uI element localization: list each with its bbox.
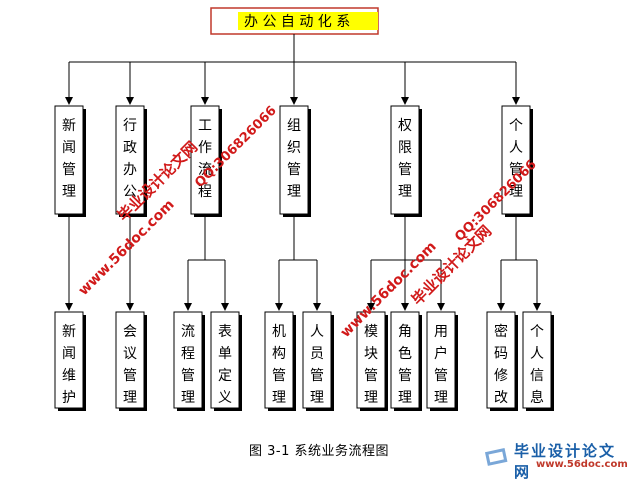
child-node-char: 理 xyxy=(398,390,412,406)
child-node-char: 用 xyxy=(434,324,448,340)
child-node-char: 理 xyxy=(434,390,448,406)
module-node-char: 作 xyxy=(198,140,212,156)
module-node-char: 理 xyxy=(509,184,523,200)
child-node-char: 理 xyxy=(364,390,378,406)
child-node-char: 块 xyxy=(364,346,378,362)
child-node-char: 个 xyxy=(530,324,544,340)
module-node-char: 行 xyxy=(123,118,137,134)
child-node-char: 议 xyxy=(123,346,137,362)
child-node-char: 护 xyxy=(62,390,76,406)
module-node-char: 办 xyxy=(123,162,137,178)
child-node-char: 理 xyxy=(272,390,286,406)
module-node-char: 个 xyxy=(509,118,523,134)
child-node-char: 信 xyxy=(530,368,544,384)
child-node-char: 息 xyxy=(530,389,544,406)
child-node-char: 员 xyxy=(310,346,324,362)
child-node-char: 改 xyxy=(494,390,508,406)
module-node-char: 限 xyxy=(398,140,412,156)
child-node-char: 角 xyxy=(398,324,412,340)
child-node-char: 模 xyxy=(364,324,378,340)
child-node-char: 定 xyxy=(218,368,232,384)
figure-caption: 图 3-1 系统业务流程图 xyxy=(249,444,389,459)
module-node-char: 权 xyxy=(398,118,412,134)
child-node-char: 管 xyxy=(181,368,195,384)
module-node-char: 人 xyxy=(509,140,523,156)
child-node-char: 人 xyxy=(530,346,544,362)
child-node-char: 理 xyxy=(181,390,195,406)
module-node-char: 政 xyxy=(123,140,137,156)
module-node-char: 公 xyxy=(123,184,137,200)
child-node-char: 理 xyxy=(123,390,137,406)
child-node-char: 单 xyxy=(218,346,232,362)
child-node-char: 构 xyxy=(272,346,286,362)
child-node-char: 理 xyxy=(310,390,324,406)
child-node-char: 程 xyxy=(181,346,195,362)
child-node-char: 色 xyxy=(398,345,412,362)
child-node-char: 会 xyxy=(123,324,137,340)
module-node-char: 理 xyxy=(398,184,412,200)
child-node-char: 义 xyxy=(218,390,232,406)
child-node-char: 表 xyxy=(218,324,232,340)
child-node-char: 户 xyxy=(434,345,448,362)
connectors xyxy=(65,34,541,311)
child-node-char: 流 xyxy=(181,324,195,340)
child-node-char: 新 xyxy=(62,324,76,340)
child-node-char: 管 xyxy=(310,368,324,384)
child-node-char: 管 xyxy=(434,368,448,384)
child-node-char: 管 xyxy=(272,368,286,384)
footer-logo: 毕业设计论文网 www.56doc.com xyxy=(480,440,630,481)
module-node-char: 理 xyxy=(287,184,301,200)
module-node-char: 管 xyxy=(509,162,523,178)
child-node-char: 修 xyxy=(494,368,508,384)
footer-site: www.56doc.com xyxy=(536,459,628,470)
child-node-char: 码 xyxy=(494,346,508,362)
module-node-char: 管 xyxy=(287,162,301,178)
module-node-char: 管 xyxy=(398,162,412,178)
child-node-char: 管 xyxy=(398,368,412,384)
root-label: 办 公 自 动 化 系 xyxy=(244,14,350,30)
child-node-char: 机 xyxy=(272,324,286,340)
module-node-char: 组 xyxy=(287,118,301,134)
child-node-char: 闻 xyxy=(62,346,76,362)
module-node-char: 管 xyxy=(62,162,76,178)
module-node-char: 工 xyxy=(198,118,212,134)
child-node-char: 管 xyxy=(123,368,137,384)
root-node: 办 公 自 动 化 系 xyxy=(210,7,379,35)
module-node-char: 新 xyxy=(62,118,76,134)
child-node-char: 管 xyxy=(364,368,378,384)
child-node-char: 维 xyxy=(62,368,76,384)
child-node-char: 人 xyxy=(310,324,324,340)
module-node-char: 织 xyxy=(287,140,301,156)
child-node-char: 密 xyxy=(494,323,508,340)
logo-icon xyxy=(484,448,508,466)
module-node-char: 流 xyxy=(198,162,212,178)
module-node-char: 程 xyxy=(198,184,212,200)
module-node-char: 理 xyxy=(62,184,76,200)
module-node-char: 闻 xyxy=(62,140,76,156)
